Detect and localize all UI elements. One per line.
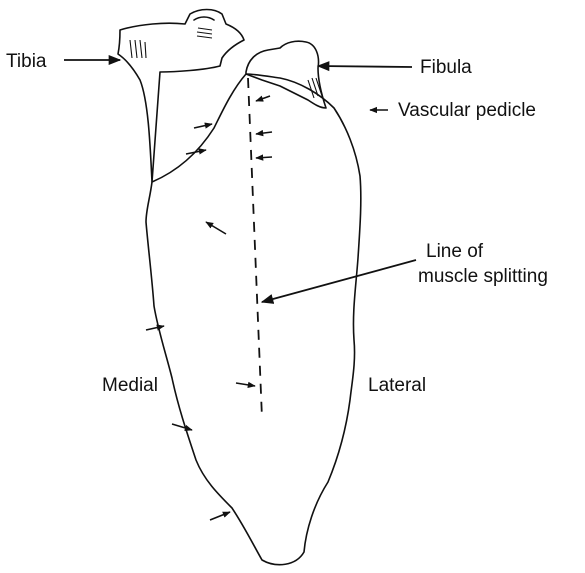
small-arrow-icon: [256, 157, 272, 158]
muscle-splitting-label-line2: muscle splitting: [418, 266, 548, 287]
lateral-label: Lateral: [368, 375, 426, 396]
muscle-outline: [146, 74, 361, 565]
medial-label: Medial: [102, 375, 158, 396]
small-arrow-icon: [210, 512, 230, 520]
small-arrow-icon: [194, 124, 212, 128]
small-arrow-icon: [146, 326, 164, 330]
small-arrow-icon: [256, 96, 270, 101]
small-arrow-icon: [206, 222, 226, 234]
small-arrow-icon: [256, 132, 272, 134]
tibia-label: Tibia: [6, 51, 47, 72]
vascular-pedicle-label: Vascular pedicle: [398, 100, 536, 121]
small-arrow-icon: [172, 424, 192, 430]
muscle-splitting-arrow-icon: [262, 260, 416, 302]
tibia-bone: [118, 10, 244, 183]
muscle-split-line: [248, 78, 262, 418]
fibula-label: Fibula: [420, 57, 472, 78]
fibula-arrow-icon: [318, 66, 412, 67]
small-arrow-icon: [236, 383, 255, 386]
muscle-splitting-label-line1: Line of: [426, 241, 484, 262]
pedicle-markers: [146, 96, 388, 520]
